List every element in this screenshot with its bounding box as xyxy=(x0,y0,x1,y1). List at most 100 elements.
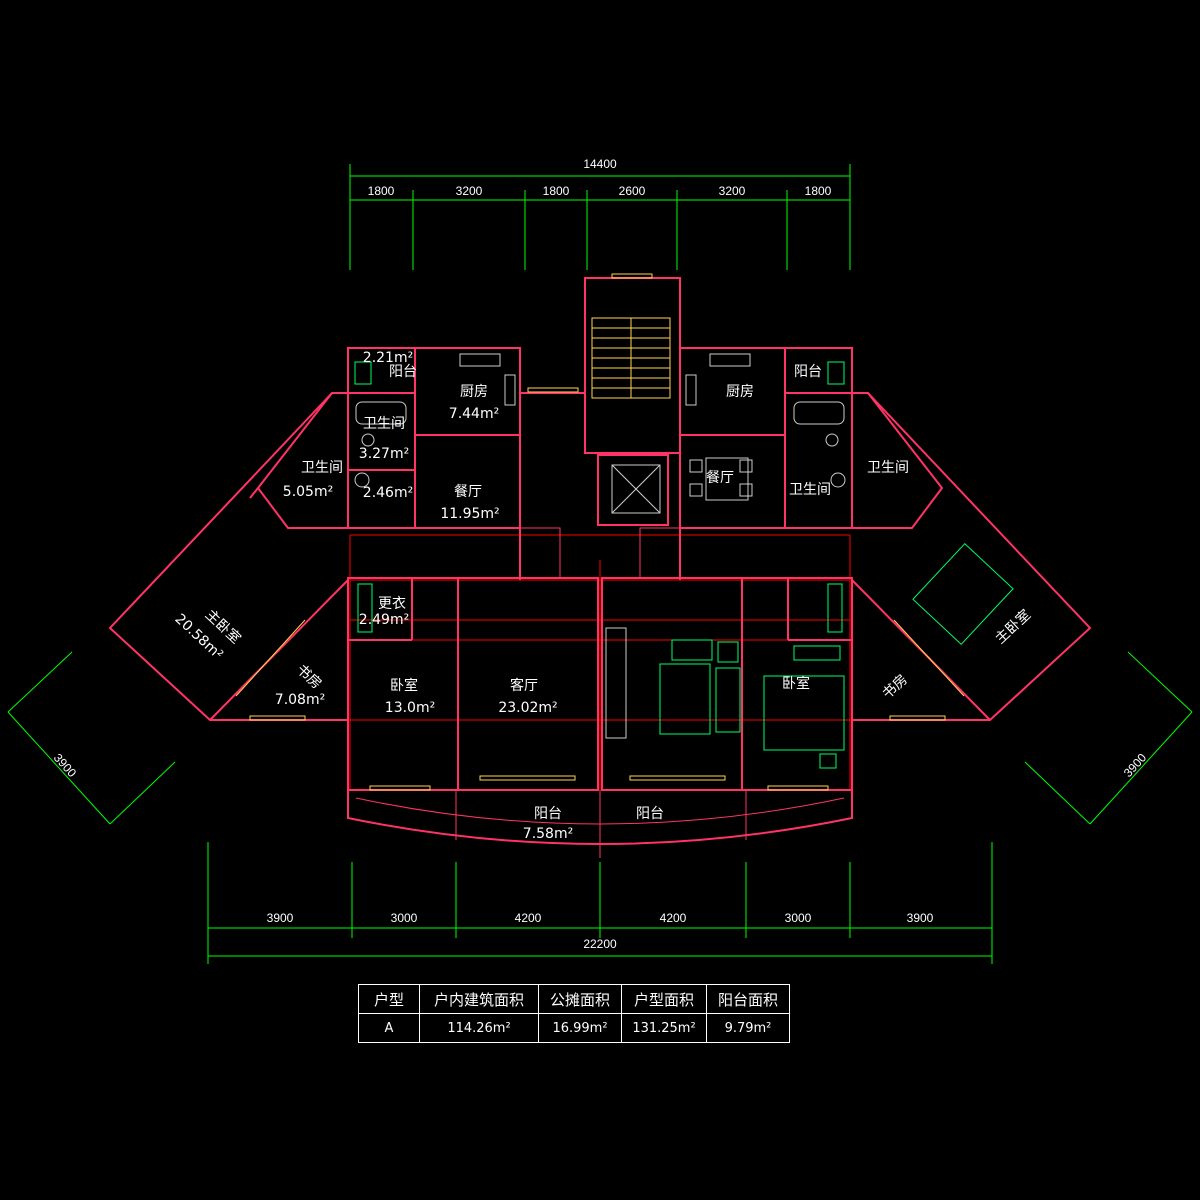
room-name: 阳台 xyxy=(636,806,664,822)
top-dimension: 1800 xyxy=(805,184,832,198)
bottom-dimension-group: 3900 3000 4200 4200 3000 3900 22200 xyxy=(207,842,993,964)
room-name: 卫生间 xyxy=(363,416,405,432)
windows xyxy=(235,273,965,791)
bottom-dimension: 3000 xyxy=(785,911,812,925)
chair xyxy=(739,459,753,473)
wash-basin xyxy=(825,433,839,447)
room-name: 卫生间 xyxy=(789,482,831,498)
room-name: 阳台 xyxy=(389,364,417,380)
table-cell: 114.26m² xyxy=(419,1013,539,1043)
room-name: 书房 xyxy=(880,672,911,703)
axis-lines xyxy=(349,534,851,790)
left-diagonal-dimension-line xyxy=(7,711,111,825)
stool xyxy=(819,753,837,769)
room-area: 7.44m² xyxy=(449,406,499,422)
right-master-wing-wall xyxy=(852,392,1092,721)
table-header-cell: 户型 xyxy=(358,984,420,1014)
bottom-total-dimension: 22200 xyxy=(583,937,617,951)
top-dimension: 2600 xyxy=(619,184,646,198)
room-name: 卧室 xyxy=(782,675,810,692)
coffee-table xyxy=(659,663,711,735)
unit-area-table: 户型 户内建筑面积 公摊面积 户型面积 阳台面积 A 114.26m² 16.9… xyxy=(358,984,790,1043)
top-total-dimension: 14400 xyxy=(583,157,617,171)
kitchen-sink xyxy=(459,353,501,367)
top-dimension: 3200 xyxy=(456,184,483,198)
top-dimension-group: 14400 1800 3200 1800 2600 3200 1800 xyxy=(349,157,851,270)
elevator-shaft-wall xyxy=(597,454,669,526)
right-diagonal-ext xyxy=(1127,651,1193,713)
room-area: 5.05m² xyxy=(283,484,333,500)
table-header-row: 户型 户内建筑面积 公摊面积 户型面积 阳台面积 xyxy=(358,984,790,1014)
bedroom-cabinet xyxy=(793,645,841,661)
left-diagonal-ext xyxy=(7,651,73,713)
room-name: 客厅 xyxy=(510,677,538,694)
stair-core-wall xyxy=(584,277,681,454)
window xyxy=(629,775,726,781)
window xyxy=(767,785,829,791)
room-area: 23.02m² xyxy=(498,700,557,716)
left-diagonal-ext xyxy=(109,761,176,825)
bottom-dimension: 3900 xyxy=(267,911,294,925)
wardrobe xyxy=(827,583,843,633)
wash-basin xyxy=(361,433,375,447)
room-name: 阳台 xyxy=(534,806,562,822)
room-name: 餐厅 xyxy=(454,484,482,500)
corridor-wall xyxy=(639,527,681,579)
room-name: 更衣 xyxy=(378,596,406,612)
bottom-dimension: 3000 xyxy=(391,911,418,925)
corridor-wall xyxy=(519,527,561,579)
window xyxy=(249,715,306,721)
stove xyxy=(504,374,516,406)
elevator-car xyxy=(611,464,661,514)
master-bed xyxy=(912,542,1014,646)
room-area: 11.95m² xyxy=(440,506,499,522)
right-living-wall xyxy=(601,577,743,791)
room-name: 卫生间 xyxy=(867,460,909,476)
room-name: 厨房 xyxy=(460,384,488,400)
table-header-cell: 阳台面积 xyxy=(706,984,790,1014)
window xyxy=(369,785,431,791)
balcony-cabinet xyxy=(354,361,372,385)
room-area: 2.49m² xyxy=(359,612,409,628)
top-dimension: 3200 xyxy=(719,184,746,198)
table-header-cell: 户内建筑面积 xyxy=(419,984,539,1014)
elevator-cross xyxy=(611,464,661,514)
sofa xyxy=(715,667,741,733)
right-diagonal-ext xyxy=(1024,761,1091,825)
chair xyxy=(739,483,753,497)
left-diagonal-dimension: 3900 xyxy=(51,751,79,780)
fixtures xyxy=(354,353,846,501)
bathtub xyxy=(793,401,845,425)
bottom-dimension: 3900 xyxy=(907,911,934,925)
right-upper-block-wall xyxy=(679,347,853,529)
walls xyxy=(108,277,1092,858)
room-name: 主卧室 xyxy=(992,606,1034,647)
room-area: 7.08m² xyxy=(275,692,325,708)
room-name: 书房 xyxy=(293,662,324,693)
bottom-dimension: 4200 xyxy=(515,911,542,925)
room-name: 厨房 xyxy=(726,384,754,400)
interior-wall xyxy=(249,487,259,499)
chair xyxy=(689,459,703,473)
room-area: 3.27m² xyxy=(359,446,409,462)
room-area: 7.58m² xyxy=(523,826,573,842)
toilet xyxy=(830,472,846,488)
top-dimension: 1800 xyxy=(368,184,395,198)
bottom-dimension: 4200 xyxy=(660,911,687,925)
window xyxy=(611,273,653,279)
chair xyxy=(689,483,703,497)
room-name: 卫生间 xyxy=(301,460,343,476)
table-header-cell: 公摊面积 xyxy=(538,984,622,1014)
furniture xyxy=(354,361,1014,769)
side-table xyxy=(717,641,739,663)
table-cell: A xyxy=(358,1013,420,1043)
window xyxy=(235,619,306,697)
right-bath-wing-wall xyxy=(852,392,944,529)
table-cell: 9.79m² xyxy=(706,1013,790,1043)
kitchen-sink xyxy=(709,353,751,367)
stove xyxy=(685,374,697,406)
toilet xyxy=(354,472,370,488)
table-row: A 114.26m² 16.99m² 131.25m² 9.79m² xyxy=(358,1013,790,1043)
right-diagonal-dimension: 3900 xyxy=(1121,750,1149,779)
